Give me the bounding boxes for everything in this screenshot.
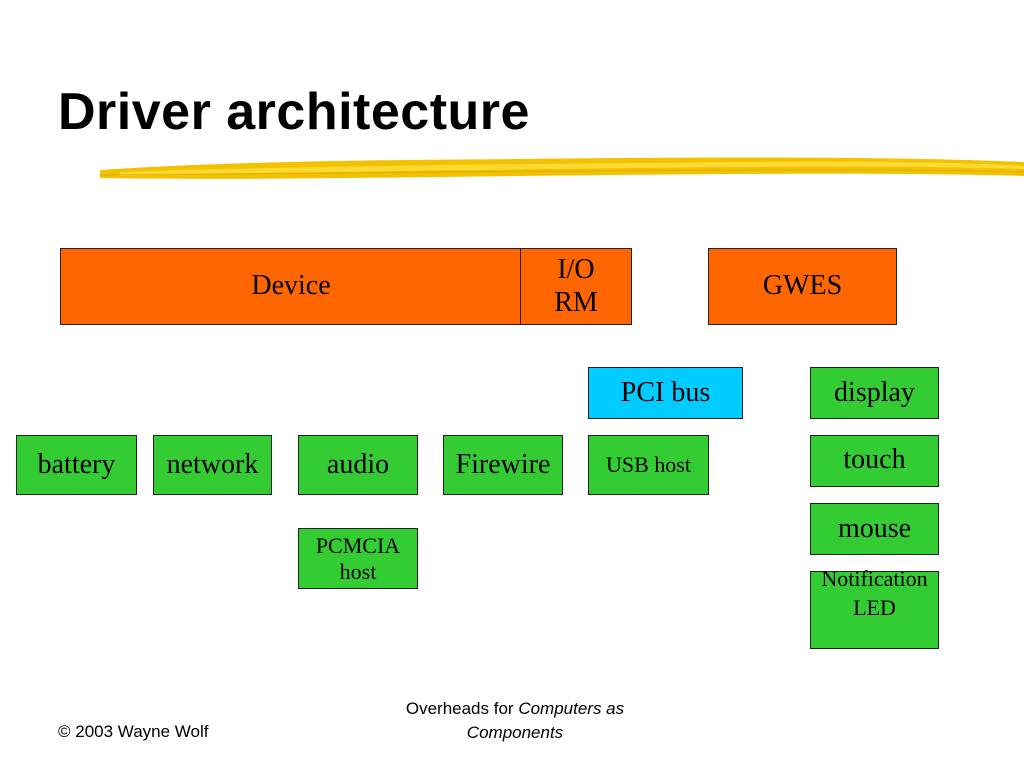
- copyright-text: © 2003 Wayne Wolf: [58, 722, 209, 741]
- notification-led-box: Notification LED: [810, 566, 939, 649]
- pcmcia-label-line1: PCMCIA: [315, 533, 401, 559]
- touch-label: touch: [843, 444, 906, 475]
- pcmcia-host-box: PCMCIA host: [298, 528, 418, 589]
- firewire-label: Firewire: [455, 448, 551, 480]
- pci-bus-box: PCI bus: [588, 367, 743, 419]
- display-box: display: [810, 367, 939, 419]
- mouse-box: mouse: [810, 503, 939, 555]
- usb-host-box: USB host: [588, 435, 709, 495]
- network-label: network: [166, 448, 259, 480]
- overheads-prefix: Overheads for: [405, 699, 519, 718]
- display-label: display: [834, 376, 915, 408]
- notification-label-line1: Notification: [821, 566, 928, 591]
- mouse-label: mouse: [837, 512, 912, 544]
- network-box: network: [153, 435, 272, 495]
- battery-label: battery: [37, 448, 116, 480]
- overheads-caption: Overheads for Computers as Components: [360, 697, 670, 745]
- firewire-box: Firewire: [443, 435, 563, 495]
- device-box: Device: [60, 248, 522, 325]
- pci-bus-label: PCI bus: [620, 376, 711, 408]
- device-label: Device: [251, 270, 331, 302]
- audio-label: audio: [326, 448, 390, 480]
- io-rm-label-line2: RM: [554, 286, 598, 318]
- gwes-box: GWES: [708, 248, 897, 325]
- battery-box: battery: [16, 435, 137, 495]
- notification-label-line2: LED: [853, 595, 896, 621]
- audio-box: audio: [298, 435, 418, 495]
- usb-host-label: USB host: [606, 452, 691, 478]
- pcmcia-label-line2: host: [339, 558, 377, 584]
- overheads-book-title: Computers as Components: [466, 699, 625, 742]
- slide-title: Driver architecture: [58, 83, 530, 141]
- highlighter-stroke: [100, 157, 1024, 179]
- touch-box: touch: [810, 435, 939, 487]
- gwes-label: GWES: [762, 270, 843, 302]
- io-rm-box: I/O RM: [520, 248, 632, 325]
- io-rm-label-line1: I/O: [557, 254, 595, 286]
